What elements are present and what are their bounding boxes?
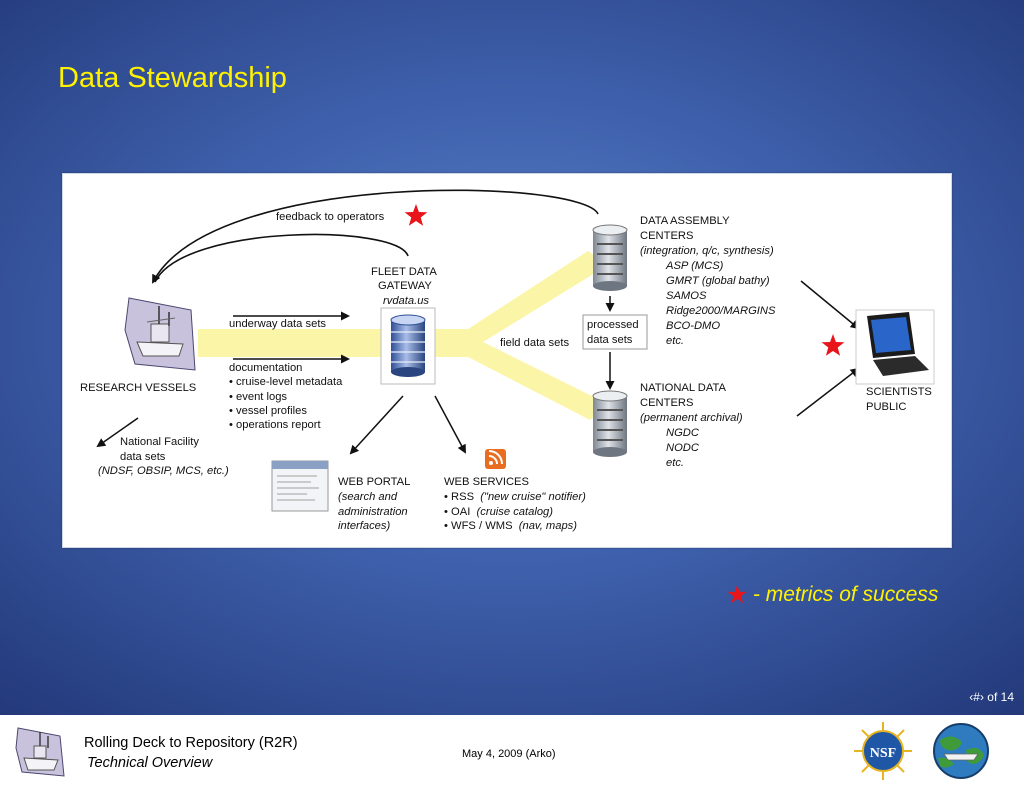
web-portal-heading: WEB PORTAL bbox=[338, 476, 411, 488]
feedback-curve-outer bbox=[152, 189, 599, 284]
web-services-item: • WFS / WMS (nav, maps) bbox=[444, 519, 577, 534]
web-portal-screenshot bbox=[271, 460, 329, 512]
processed-line2: data sets bbox=[587, 334, 633, 346]
legend: ★ - metrics of success bbox=[726, 580, 938, 610]
web-portal-line: administration bbox=[338, 506, 408, 518]
data-assembly-item: ASP (MCS) bbox=[666, 260, 724, 272]
processed-box bbox=[582, 314, 648, 350]
legend-text: - metrics of success bbox=[752, 583, 939, 606]
documentation-item: • cruise-level metadata bbox=[229, 376, 343, 388]
data-assembly-item: etc. bbox=[666, 335, 685, 347]
documentation-item: • vessel profiles bbox=[229, 405, 307, 417]
data-assembly-item: BCO-DMO bbox=[666, 320, 721, 332]
documentation-heading: documentation bbox=[229, 362, 303, 374]
data-assembly-note: (integration, q/c, synthesis) bbox=[640, 245, 774, 257]
svg-text:NSF: NSF bbox=[870, 746, 896, 761]
diagram-graphics bbox=[96, 189, 935, 512]
web-services-item: • OAI (cruise catalog) bbox=[444, 505, 553, 520]
web-services-item-name: • RSS bbox=[444, 491, 475, 503]
laptop-icon bbox=[855, 309, 935, 385]
nsf-logo: NSF bbox=[854, 722, 912, 780]
fleet-gateway-line1: FLEET DATA bbox=[371, 266, 437, 278]
footer-date: May 4, 2009 (Arko) bbox=[462, 748, 556, 760]
gateway-database-icon bbox=[390, 314, 426, 377]
web-services-item: • RSS ("new cruise" notifier) bbox=[444, 490, 586, 505]
web-portal-line: interfaces) bbox=[338, 520, 391, 532]
underway-label: underway data sets bbox=[229, 318, 327, 330]
star-icon bbox=[821, 334, 845, 356]
data-assembly-line2: CENTERS bbox=[640, 230, 694, 242]
data-assembly-item: SAMOS bbox=[666, 290, 707, 302]
web-portal-line: (search and bbox=[338, 491, 398, 503]
national-data-line2: CENTERS bbox=[640, 397, 694, 409]
diagram-panel: feedback to operators FLEET DATA GATEWAY… bbox=[62, 173, 952, 548]
page-number: ‹#› of 14 bbox=[969, 690, 1014, 704]
national-data-item: NODC bbox=[666, 442, 699, 454]
documentation-item: • operations report bbox=[229, 419, 321, 431]
unols-logo bbox=[933, 723, 989, 779]
star-icon: ★ bbox=[726, 581, 749, 609]
web-services-heading: WEB SERVICES bbox=[444, 476, 529, 488]
footer-title: Rolling Deck to Repository (R2R) bbox=[84, 735, 298, 751]
assembly-database-icon bbox=[592, 224, 628, 291]
national-data-line1: NATIONAL DATA bbox=[640, 382, 726, 394]
r2r-ship-logo bbox=[15, 727, 65, 777]
web-services-item-desc: ("new cruise" notifier) bbox=[480, 491, 586, 503]
feedback-label: feedback to operators bbox=[276, 211, 385, 223]
field-data-label: field data sets bbox=[500, 337, 570, 349]
web-services-item-name: • WFS / WMS bbox=[444, 520, 513, 532]
national-database-icon bbox=[592, 390, 628, 457]
flow-arrows bbox=[96, 280, 860, 455]
processed-line1: processed bbox=[587, 319, 639, 331]
star-icon bbox=[404, 204, 428, 226]
footer-subtitle: Technical Overview bbox=[87, 755, 213, 771]
scientists-line1: SCIENTISTS bbox=[866, 386, 932, 398]
national-facility-line1: National Facility bbox=[120, 436, 199, 448]
footer bbox=[0, 715, 1024, 791]
data-assembly-item: Ridge2000/MARGINS bbox=[666, 305, 776, 317]
web-services-item-name: • OAI bbox=[444, 506, 471, 518]
flow-band bbox=[198, 251, 608, 420]
research-vessels-label: RESEARCH VESSELS bbox=[80, 382, 197, 394]
national-data-item: etc. bbox=[666, 457, 685, 469]
ship-icon bbox=[124, 297, 196, 371]
data-assembly-line1: DATA ASSEMBLY bbox=[640, 215, 730, 227]
web-services-item-desc: (nav, maps) bbox=[518, 520, 577, 532]
web-services-item-desc: (cruise catalog) bbox=[476, 506, 554, 518]
scientists-line2: PUBLIC bbox=[866, 401, 907, 413]
feedback-curve-inner bbox=[154, 233, 409, 283]
fleet-gateway-line2: GATEWAY bbox=[378, 280, 432, 292]
rss-icon bbox=[485, 449, 506, 469]
fleet-gateway-url: rvdata.us bbox=[383, 295, 430, 307]
slide-title: Data Stewardship bbox=[58, 62, 287, 94]
national-facility-note: (NDSF, OBSIP, MCS, etc.) bbox=[98, 465, 229, 477]
national-facility-line2: data sets bbox=[120, 451, 166, 463]
national-data-note: (permanent archival) bbox=[640, 412, 743, 424]
documentation-item: • event logs bbox=[229, 391, 288, 403]
data-assembly-item: GMRT (global bathy) bbox=[666, 275, 770, 287]
national-data-item: NGDC bbox=[666, 427, 699, 439]
